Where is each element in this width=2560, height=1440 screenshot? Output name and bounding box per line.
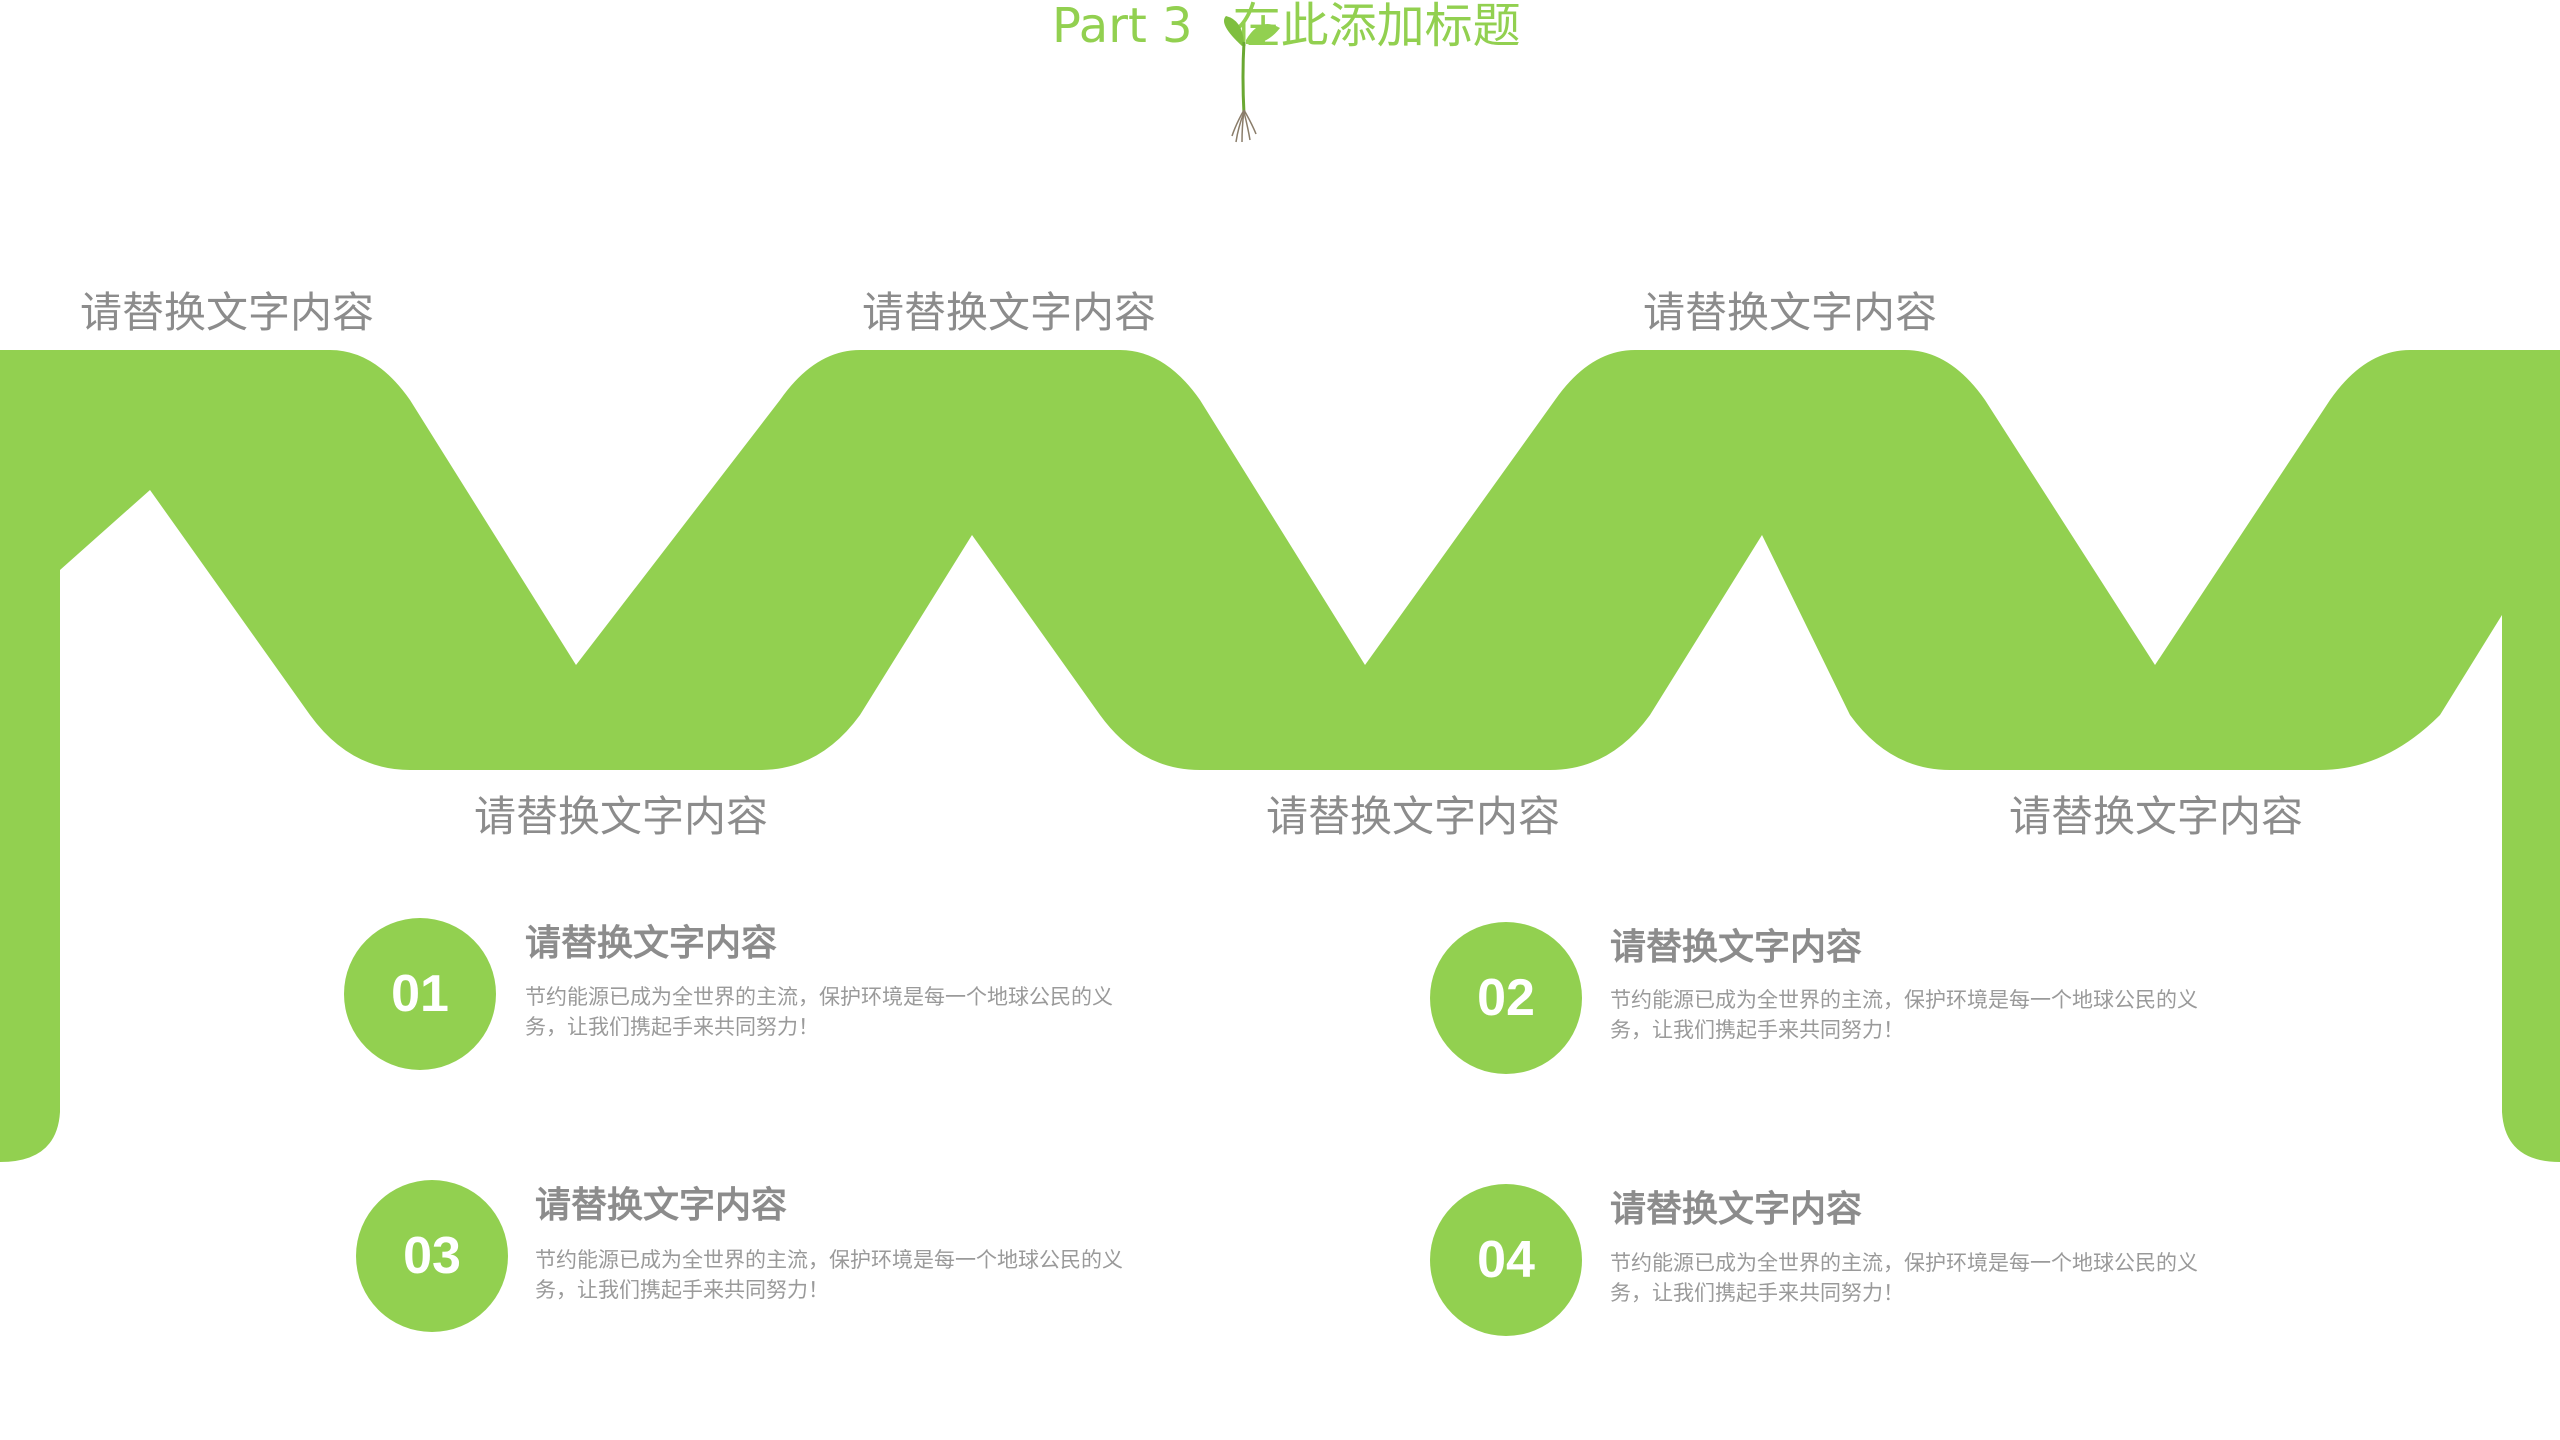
item-number-badge-04: 04	[1430, 1184, 1582, 1336]
wave-label-top-2: 请替换文字内容	[862, 288, 1157, 337]
wave-label-top-3: 请替换文字内容	[1643, 288, 1938, 337]
wave-label-bottom-1: 请替换文字内容	[474, 792, 769, 841]
item-title-04: 请替换文字内容	[1610, 1189, 1863, 1230]
item-title-01: 请替换文字内容	[525, 923, 778, 964]
item-number-badge-02: 02	[1430, 922, 1582, 1074]
item-desc-02: 节约能源已成为全世界的主流，保护环境是每一个地球公民的义务，让我们携起手来共同努…	[1610, 988, 2198, 1042]
item-number-badge-03: 03	[356, 1180, 508, 1332]
wave-label-top-1: 请替换文字内容	[80, 288, 375, 337]
item-title-02: 请替换文字内容	[1610, 927, 1863, 968]
title-text: 在此添加标题	[1232, 0, 1521, 54]
item-number-badge-01: 01	[344, 918, 496, 1070]
page-title: Part 3 在此添加标题	[1052, 0, 1521, 56]
item-desc-01: 节约能源已成为全世界的主流，保护环境是每一个地球公民的义务，让我们携起手来共同努…	[525, 985, 1113, 1039]
item-desc-04: 节约能源已成为全世界的主流，保护环境是每一个地球公民的义务，让我们携起手来共同努…	[1610, 1251, 2198, 1305]
part-number: Part 3	[1052, 0, 1193, 54]
wave-label-bottom-3: 请替换文字内容	[2009, 792, 2304, 841]
sprout-icon	[1224, 16, 1280, 143]
item-desc-03: 节约能源已成为全世界的主流，保护环境是每一个地球公民的义务，让我们携起手来共同努…	[535, 1248, 1123, 1302]
item-title-03: 请替换文字内容	[535, 1185, 788, 1226]
wave-label-bottom-2: 请替换文字内容	[1266, 792, 1561, 841]
